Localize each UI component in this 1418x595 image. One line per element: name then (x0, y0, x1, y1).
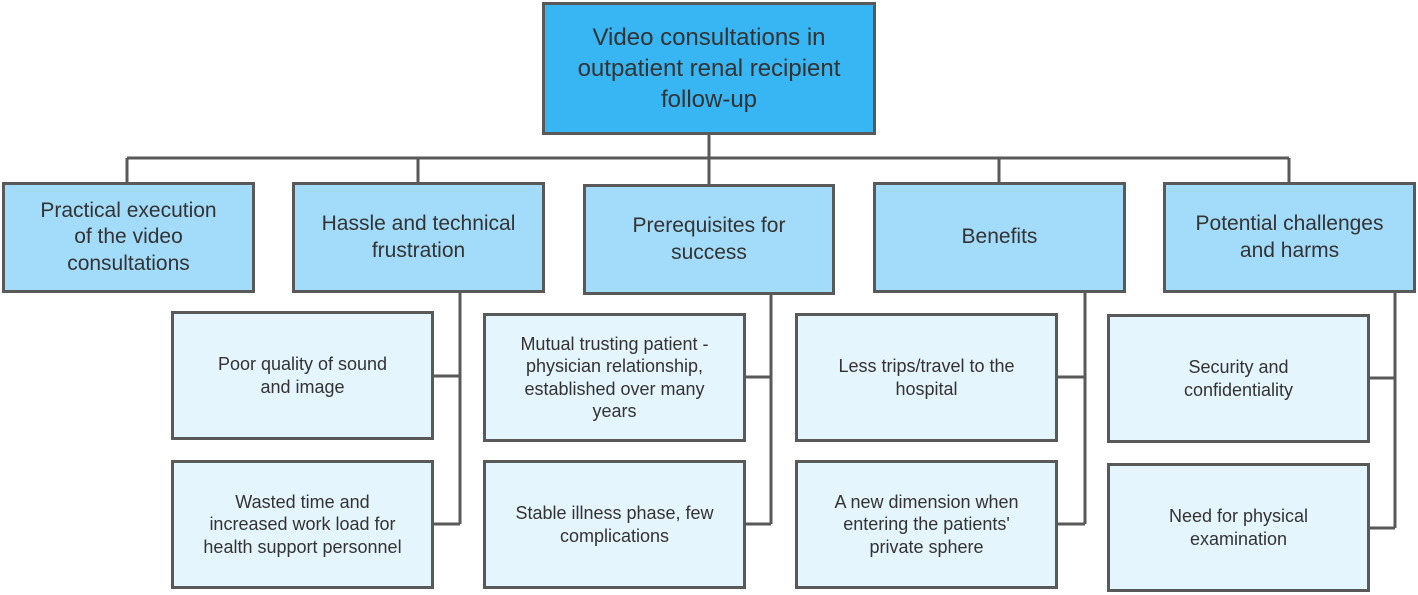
category-hassle-frustration: Hassle and technical frustration (292, 182, 545, 293)
item-sound-image-quality: Poor quality of sound and image (171, 311, 434, 440)
item-label: Poor quality of sound and image (217, 354, 388, 397)
item-label: A new dimension when entering the patien… (834, 491, 1019, 557)
category-label: Benefits (961, 225, 1038, 249)
item-label: Security and confidentiality (1183, 357, 1294, 400)
root-node-label: Video consultations in outpatient renal … (577, 23, 841, 114)
category-benefits: Benefits (873, 182, 1126, 293)
item-label: Stable illness phase, few complications (515, 503, 714, 546)
root-node: Video consultations in outpatient renal … (542, 2, 876, 135)
category-potential-challenges: Potential challenges and harms (1163, 182, 1416, 293)
item-trusting-relationship: Mutual trusting patient - physician rela… (483, 313, 746, 442)
category-label: Hassle and technical frustration (321, 212, 516, 262)
item-label: Mutual trusting patient - physician rela… (520, 333, 709, 422)
item-physical-examination: Need for physical examination (1107, 463, 1370, 592)
item-label: Wasted time and increased work load for … (203, 491, 402, 557)
category-label: Potential challenges and harms (1195, 212, 1384, 262)
item-stable-illness: Stable illness phase, few complications (483, 460, 746, 589)
category-practical-execution: Practical execution of the video consult… (2, 182, 255, 293)
item-wasted-time: Wasted time and increased work load for … (171, 460, 434, 589)
item-label: Need for physical examination (1168, 506, 1309, 549)
item-security-confidentiality: Security and confidentiality (1107, 314, 1370, 443)
item-label: Less trips/travel to the hospital (838, 356, 1015, 399)
category-label: Practical execution of the video consult… (40, 199, 217, 275)
category-prerequisites: Prerequisites for success (583, 184, 835, 295)
item-private-sphere: A new dimension when entering the patien… (795, 460, 1058, 589)
category-label: Prerequisites for success (632, 214, 786, 264)
item-less-travel: Less trips/travel to the hospital (795, 313, 1058, 442)
